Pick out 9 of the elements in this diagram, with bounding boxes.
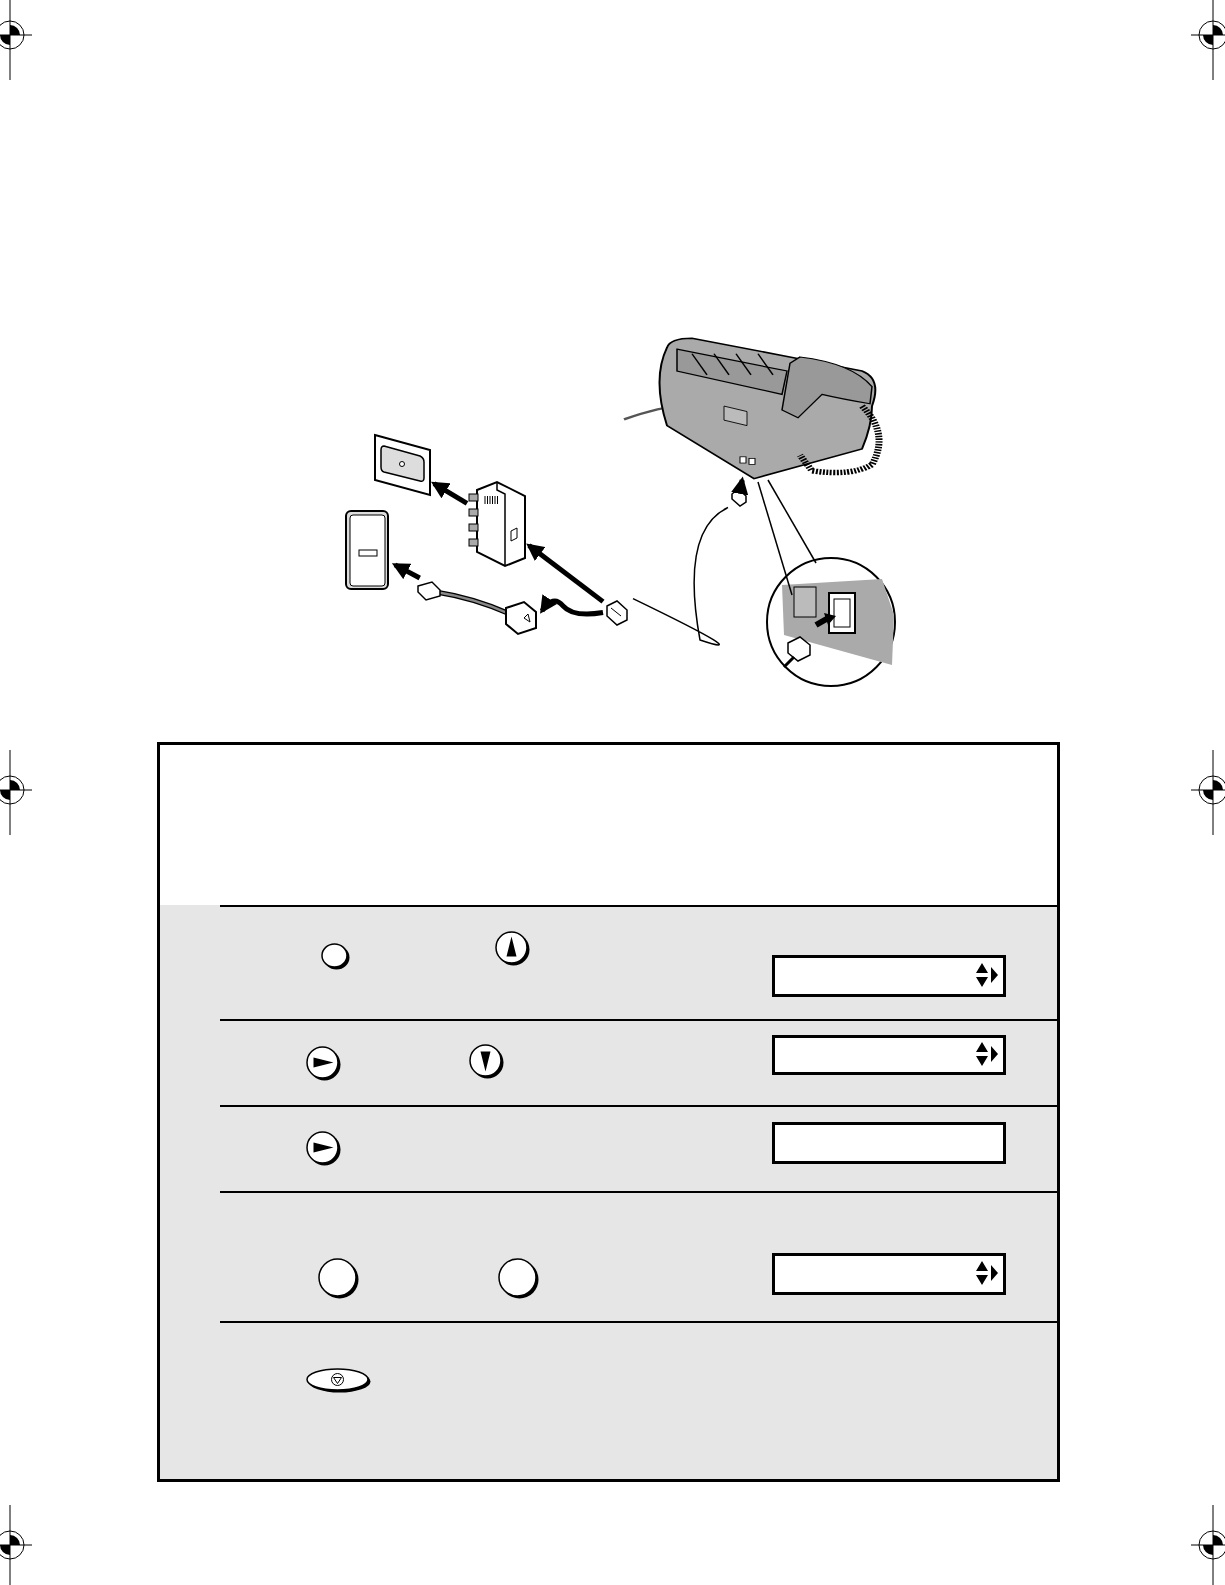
leader-line (767, 479, 817, 564)
arrow (539, 594, 604, 617)
instruction-panel (157, 742, 1060, 1482)
arrow (526, 543, 605, 604)
cord-line (632, 506, 729, 646)
leader-line (757, 481, 793, 596)
arrow (731, 476, 749, 496)
arrow (431, 481, 469, 506)
arrow (391, 562, 421, 581)
